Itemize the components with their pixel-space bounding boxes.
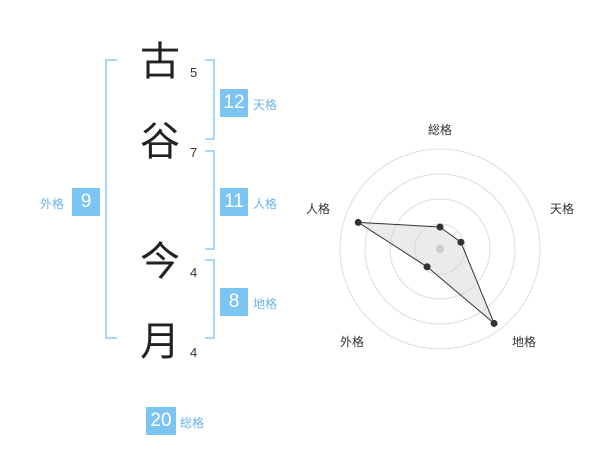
stroke-count-1: 5 [190, 65, 198, 80]
gaikaku-label: 外格 [40, 197, 65, 211]
radar-center-dot [436, 245, 444, 253]
stroke-count-3: 4 [190, 265, 198, 280]
radar-point-3 [423, 263, 431, 271]
radar-point-0 [436, 223, 444, 231]
name-char-2: 谷 [140, 119, 180, 165]
radar-ring-4 [339, 148, 541, 350]
soukaku-value: 20 [146, 407, 176, 435]
chikaku-value: 8 [220, 288, 248, 316]
radar-ring-3 [364, 173, 516, 325]
radar-axis-label-jinkaku: 人格 [306, 201, 330, 216]
chikaku-label: 地格 [253, 297, 278, 311]
radar-axis-label-tenkaku: 天格 [550, 201, 574, 216]
radar-point-4 [354, 218, 362, 226]
stroke-count-4: 4 [190, 345, 198, 360]
radar-ring-2 [389, 198, 491, 300]
name-char-3: 今 [140, 239, 180, 285]
name-char-1: 古 [140, 39, 180, 85]
tenkaku-label: 天格 [253, 98, 278, 112]
tenkaku-value: 12 [220, 89, 248, 117]
gaikaku-value: 9 [72, 188, 100, 216]
radar-axis-label-soukaku: 総格 [428, 122, 452, 137]
radar-data-polygon [356, 221, 495, 324]
radar-point-1 [457, 238, 465, 246]
jinkaku-value: 11 [220, 188, 248, 216]
name-char-4: 月 [140, 319, 180, 365]
radar-axis-label-gaikaku: 外格 [340, 334, 364, 349]
radar-point-2 [490, 319, 498, 327]
jinkaku-label: 人格 [253, 197, 278, 211]
soukaku-label: 総格 [180, 416, 205, 430]
stroke-count-2: 7 [190, 145, 198, 160]
radar-axis-label-chikaku: 地格 [512, 334, 536, 349]
